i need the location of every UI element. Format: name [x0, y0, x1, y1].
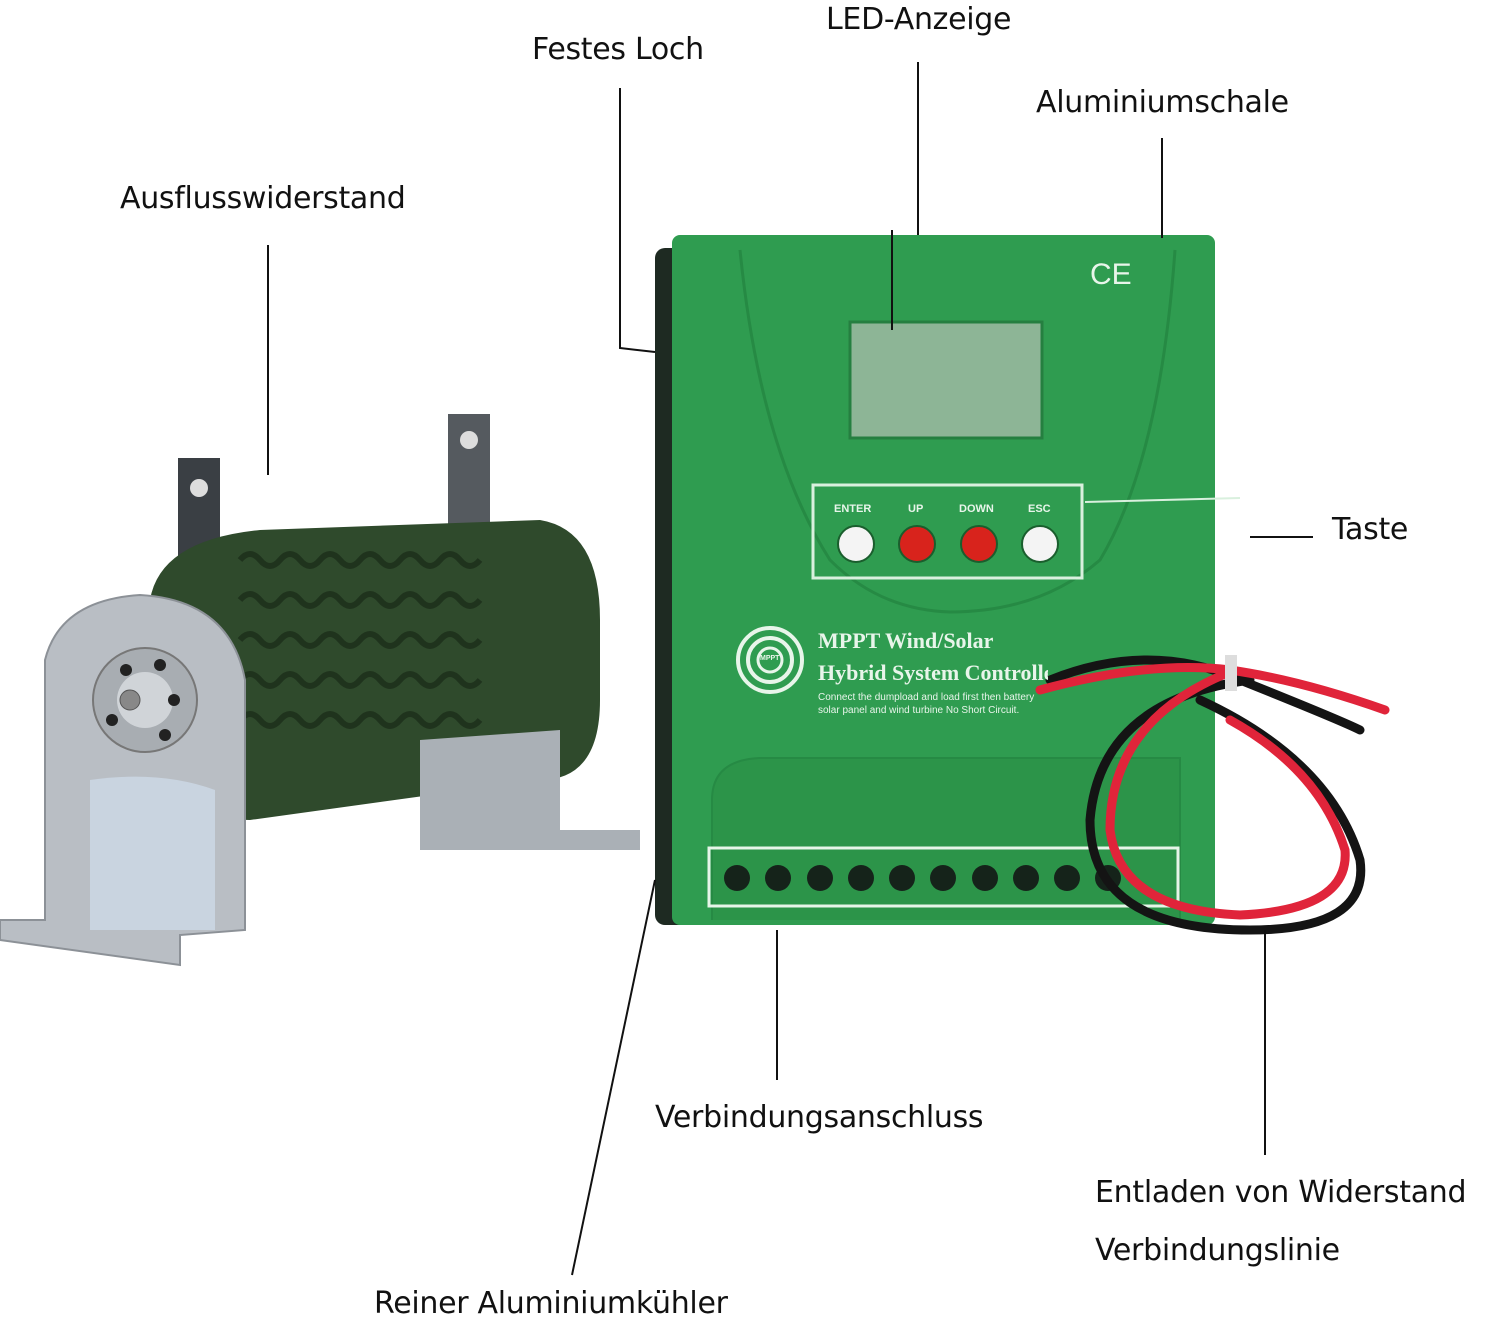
mppt-logo-icon — [736, 626, 804, 694]
bracket-right — [420, 730, 640, 850]
esc-button[interactable] — [1021, 525, 1059, 563]
label-dump-resistor: Ausflusswiderstand — [120, 181, 406, 216]
dump-resistor — [0, 414, 640, 967]
controller-title-2: Hybrid System Controller — [818, 660, 1048, 685]
button-esc-label: ESC — [1028, 503, 1051, 515]
button-up-label: UP — [908, 503, 924, 515]
down-button[interactable] — [960, 525, 998, 563]
charge-controller — [655, 235, 1215, 925]
label-discharge-line-2: Verbindungslinie — [1095, 1233, 1340, 1268]
logo-text: MPPT — [760, 655, 780, 662]
leader-lines — [267, 62, 1313, 1276]
controller-note-2: solar panel and wind turbine No Short Ci… — [818, 705, 1020, 716]
terminal-box — [707, 846, 1180, 908]
label-led-display: LED-Anzeige — [826, 2, 1012, 37]
label-button: Taste — [1332, 512, 1409, 547]
button-panel-box — [811, 483, 1084, 580]
terminal-screws — [724, 865, 1121, 891]
label-aluminium-cooler: Reiner Aluminiumkühler — [374, 1286, 728, 1321]
button-enter-label: ENTER — [834, 503, 872, 515]
up-button[interactable] — [898, 525, 936, 563]
label-discharge-line-1: Entladen von Widerstand — [1095, 1175, 1467, 1210]
ce-mark: CE — [1090, 258, 1132, 291]
discharge-cable — [1035, 655, 1390, 935]
label-fixed-hole: Festes Loch — [532, 32, 704, 67]
enter-button[interactable] — [837, 525, 875, 563]
label-connection-terminal: Verbindungsanschluss — [655, 1100, 984, 1135]
controller-title-1: MPPT Wind/Solar — [818, 628, 994, 653]
controller-note-1: Connect the dumpload and load first then… — [818, 692, 1035, 703]
label-aluminium-shell: Aluminiumschale — [1036, 85, 1289, 120]
resistor-tab-right — [448, 414, 490, 526]
button-down-label: DOWN — [959, 503, 994, 515]
aluminium-shell — [672, 235, 1215, 925]
lcd-display — [848, 320, 1044, 440]
